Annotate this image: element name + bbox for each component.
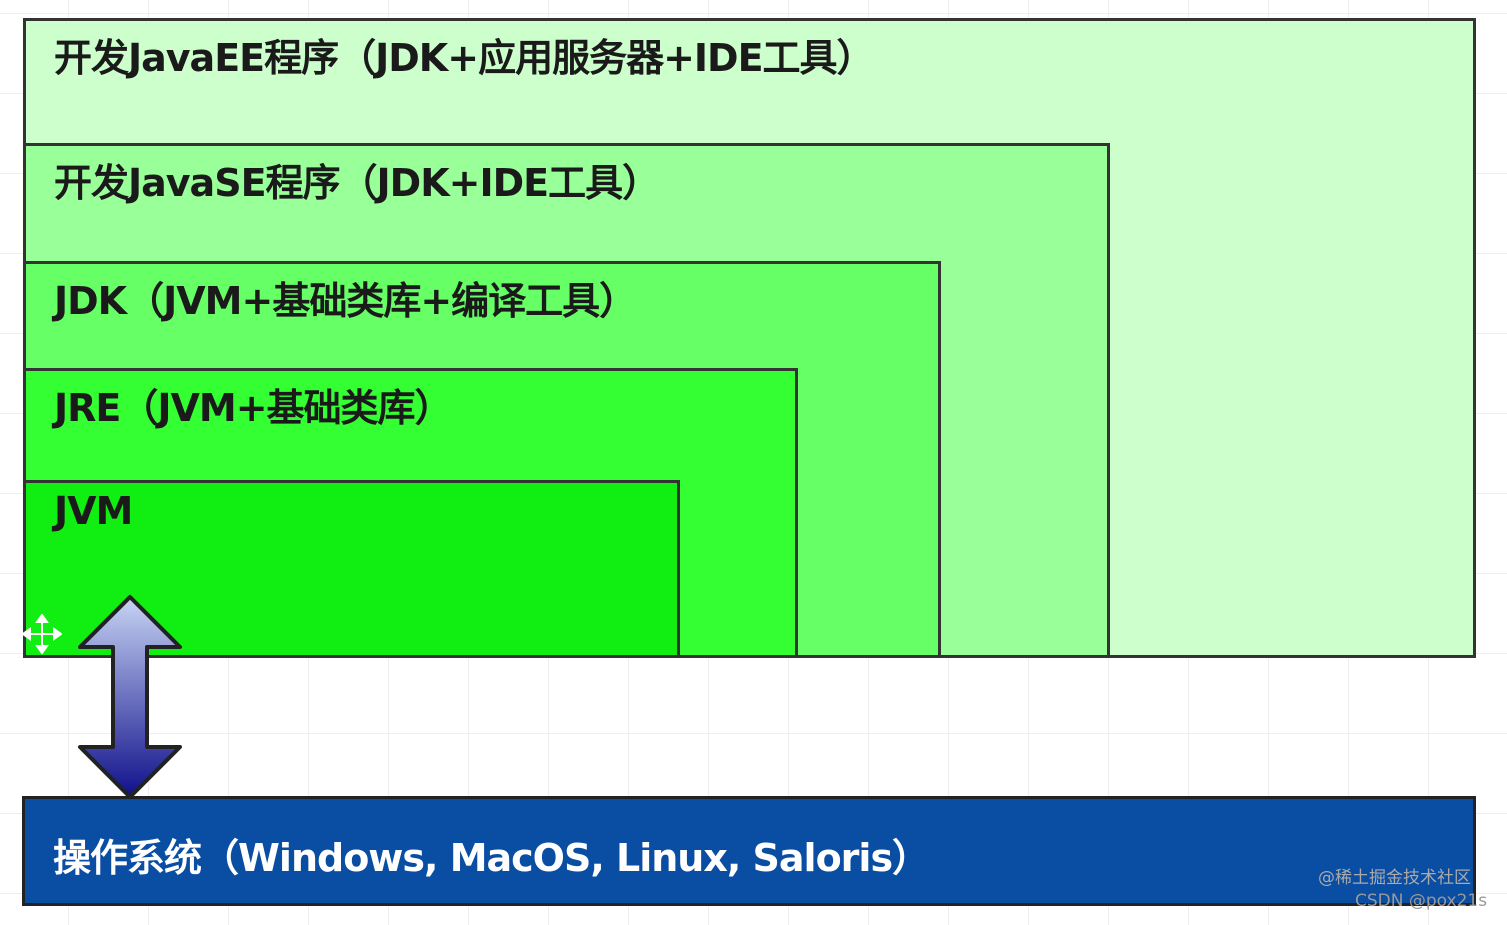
os-label: 操作系统（Windows, MacOS, Linux, Saloris） [53, 836, 930, 880]
javaee-label: 开发JavaEE程序（JDK+应用服务器+IDE工具） [54, 36, 875, 80]
double-arrow-icon [78, 595, 182, 799]
watermark-juejin: @稀土掘金技术社区 [1318, 868, 1471, 888]
jdk-label: JDK（JVM+基础类库+编译工具） [54, 279, 637, 323]
move-cursor-icon [22, 614, 62, 654]
os-layer: 操作系统（Windows, MacOS, Linux, Saloris） [22, 796, 1476, 906]
jre-label: JRE（JVM+基础类库） [54, 386, 453, 430]
jvm-label: JVM [54, 489, 133, 533]
watermark-csdn: CSDN @pox21s [1355, 891, 1488, 911]
javase-label: 开发JavaSE程序（JDK+IDE工具） [54, 161, 660, 205]
